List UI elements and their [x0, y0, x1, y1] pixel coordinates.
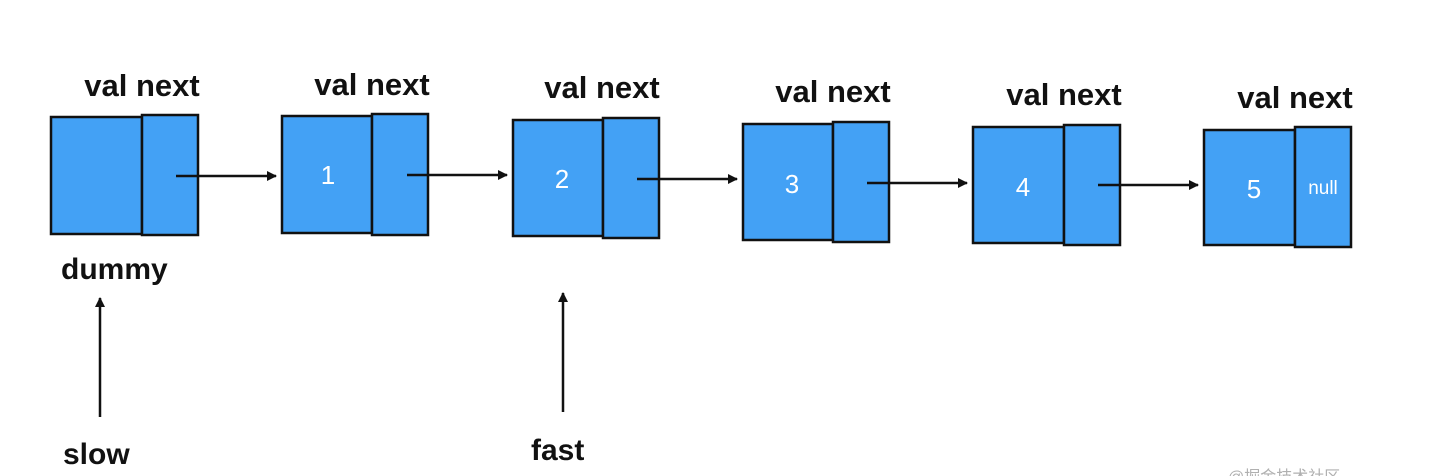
node-header: val next	[544, 70, 659, 105]
val-cell	[280, 114, 374, 235]
node-value: 4	[1016, 172, 1030, 202]
dummy-label: dummy	[61, 253, 168, 286]
val-cell	[49, 115, 144, 236]
node-dummy: val next	[49, 68, 200, 237]
node-header: val next	[314, 67, 429, 102]
next-cell	[1293, 125, 1353, 249]
node-value: 2	[555, 164, 569, 194]
node-value: 5	[1247, 174, 1261, 204]
node-value: 3	[785, 169, 799, 199]
node-header: val next	[1237, 80, 1352, 115]
node-header: val next	[84, 68, 199, 103]
val-cell	[971, 125, 1066, 245]
node-value: 1	[321, 160, 335, 190]
node-2: val next 2	[511, 70, 661, 240]
node-1: val next 1	[280, 67, 430, 237]
node-header: val next	[775, 74, 890, 109]
node-3: val next 3	[741, 74, 891, 244]
val-cell	[1202, 128, 1297, 247]
slow-label: slow	[63, 438, 130, 471]
fast-label: fast	[531, 434, 584, 467]
node-4: val next 4	[971, 77, 1122, 247]
watermark: @掘金技术社区	[1228, 468, 1340, 476]
node-5: val next 5 null	[1202, 80, 1353, 249]
val-cell	[741, 122, 835, 242]
null-pointer-label: null	[1308, 178, 1338, 199]
node-header: val next	[1006, 77, 1121, 112]
